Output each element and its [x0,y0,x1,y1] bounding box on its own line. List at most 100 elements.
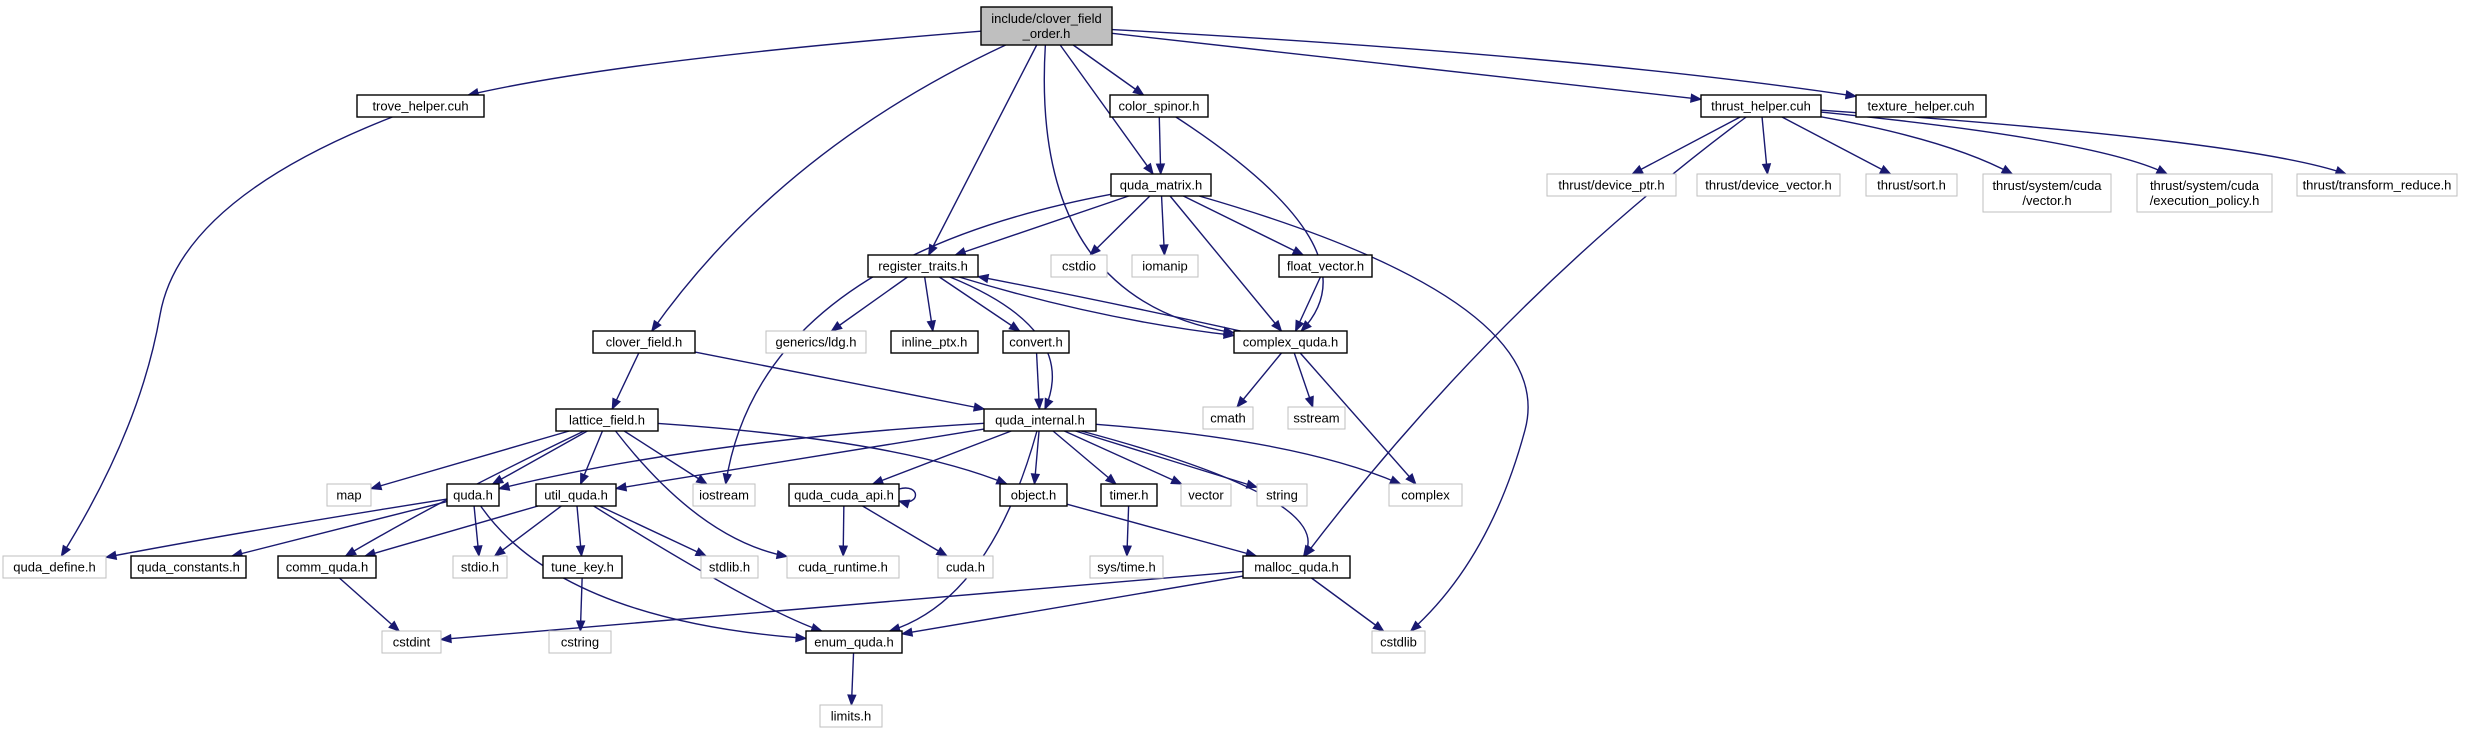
edge-arrowhead [1761,163,1772,176]
node-lattice-field[interactable]: lattice_field.h [555,408,659,432]
node-quda-cuda-api[interactable]: quda_cuda_api.h [788,483,900,507]
edge-arrowhead [611,397,621,411]
node-stdio: stdio.h [452,555,508,579]
edge-arrowhead [493,545,506,557]
node-label: cuda_runtime.h [798,560,888,575]
node-box [452,555,508,579]
edge-arrowhead [1295,319,1305,333]
node-t-exec: thrust/system/cuda/execution_policy.h [2136,173,2273,213]
node-label: color_spinor.h [1119,99,1200,114]
node-label: comm_quda.h [286,560,368,575]
node-label: float_vector.h [1287,259,1364,274]
edge-arrowhead [580,472,589,486]
edge-arrowhead [1132,85,1145,96]
node-root[interactable]: include/clover_field_order.h [980,6,1113,46]
node-label: register_traits.h [878,259,968,274]
edge-line [1169,195,1282,332]
node-label: quda_define.h [13,560,95,575]
node-quda-internal[interactable]: quda_internal.h [983,408,1097,432]
node-inline-ptx[interactable]: inline_ptx.h [890,330,979,354]
edge-line [1043,44,1235,334]
edge-quda_matrix-to-iostream [722,193,1112,486]
edge-root-to-register_traits [928,44,1038,257]
edge-line [599,505,707,557]
node-quda-constants[interactable]: quda_constants.h [130,555,247,579]
edge-quda_cuda_api-to-quda_cuda_api [897,487,916,509]
node-util-quda[interactable]: util_quda.h [535,483,617,507]
node-thrust-helper[interactable]: thrust_helper.cuh [1700,94,1822,118]
edge-register_traits-to-generics [830,276,908,332]
node-generics: generics/ldg.h [765,330,867,354]
edge-line [614,430,788,558]
node-clover-field[interactable]: clover_field.h [592,330,696,354]
node-label: thrust/system/cuda [1992,178,2102,193]
node-label: thrust/transform_reduce.h [2303,178,2452,193]
node-trove[interactable]: trove_helper.cuh [356,94,485,118]
node-box [277,555,377,579]
node-convert[interactable]: convert.h [1002,330,1070,354]
node-comm-quda[interactable]: comm_quda.h [277,555,377,579]
node-box [1180,483,1232,507]
node-object[interactable]: object.h [999,483,1068,507]
edge-arrowhead [995,475,1009,485]
node-malloc-quda[interactable]: malloc_quda.h [1242,555,1351,579]
node-tune-key[interactable]: tune_key.h [542,555,623,579]
node-label: /execution_policy.h [2150,193,2260,208]
edge-line [1304,116,1747,557]
edge-arrowhead [897,499,911,509]
edge-color_spinor-to-quda_matrix [1155,116,1166,176]
edge-line [1631,116,1741,175]
node-box [356,94,485,118]
node-color-spinor[interactable]: color_spinor.h [1109,94,1209,118]
edge-util_quda-to-stdlib [599,505,708,557]
edge-convert-to-quda_internal [1034,352,1044,411]
node-quda-matrix[interactable]: quda_matrix.h [1110,173,1212,197]
edge-arrowhead [1030,473,1041,486]
node-register-traits[interactable]: register_traits.h [867,254,979,278]
node-box [555,408,659,432]
node-box [1089,555,1164,579]
edge-arrowhead [694,547,708,557]
edge-arrowhead [369,481,383,491]
node-label: cmath [1210,411,1245,426]
edge-line [928,44,1038,256]
edge-arrowhead [1159,244,1169,257]
node-label: cstring [561,635,599,650]
edge-arrowhead [1044,397,1054,411]
edge-quda_internal-to-object [1030,430,1041,486]
node-label: /vector.h [2022,193,2071,208]
node-float-vector[interactable]: float_vector.h [1278,254,1373,278]
edge-line [364,505,539,557]
node-label: stdlib.h [709,560,750,575]
edge-arrowhead [1300,320,1312,332]
edge-quda_cuda_api-to-cuda_h [862,505,949,557]
node-iomanip: iomanip [1131,254,1199,278]
node-stdlib: stdlib.h [700,555,759,579]
node-box [1242,555,1351,579]
edge-line [231,500,448,557]
edge-line [593,505,822,632]
node-label: limits.h [831,709,871,724]
node-timer[interactable]: timer.h [1100,483,1158,507]
node-box [1278,254,1373,278]
node-enum-quda[interactable]: enum_quda.h [805,630,903,654]
node-quda-h[interactable]: quda.h [446,483,500,507]
edge-arrowhead [847,694,857,707]
edge-register_traits-to-inline_ptx [923,276,936,333]
node-layer: include/clover_field_order.h trove_helper… [2,6,2458,728]
edge-arrowhead [1223,329,1236,339]
edge-arrowhead [695,474,708,485]
node-box [1546,173,1677,197]
edge-thrust_helper-to-t_sort [1781,116,1892,175]
node-texture[interactable]: texture_helper.cuh [1855,94,1987,118]
node-box [765,330,867,354]
edge-malloc_quda-to-cstdint [439,570,1244,644]
edge-register_traits-to-complex_quda [958,276,1236,339]
edge-arrowhead [871,475,885,485]
edge-root-to-trove [466,30,982,98]
edge-quda_matrix-to-cstdio [1089,195,1151,256]
edge-complex_quda-to-complex [1299,352,1417,486]
node-complex-quda[interactable]: complex_quda.h [1233,330,1348,354]
edge-lattice_field-to-object [657,422,1009,485]
edge-arrowhead [1291,246,1305,256]
